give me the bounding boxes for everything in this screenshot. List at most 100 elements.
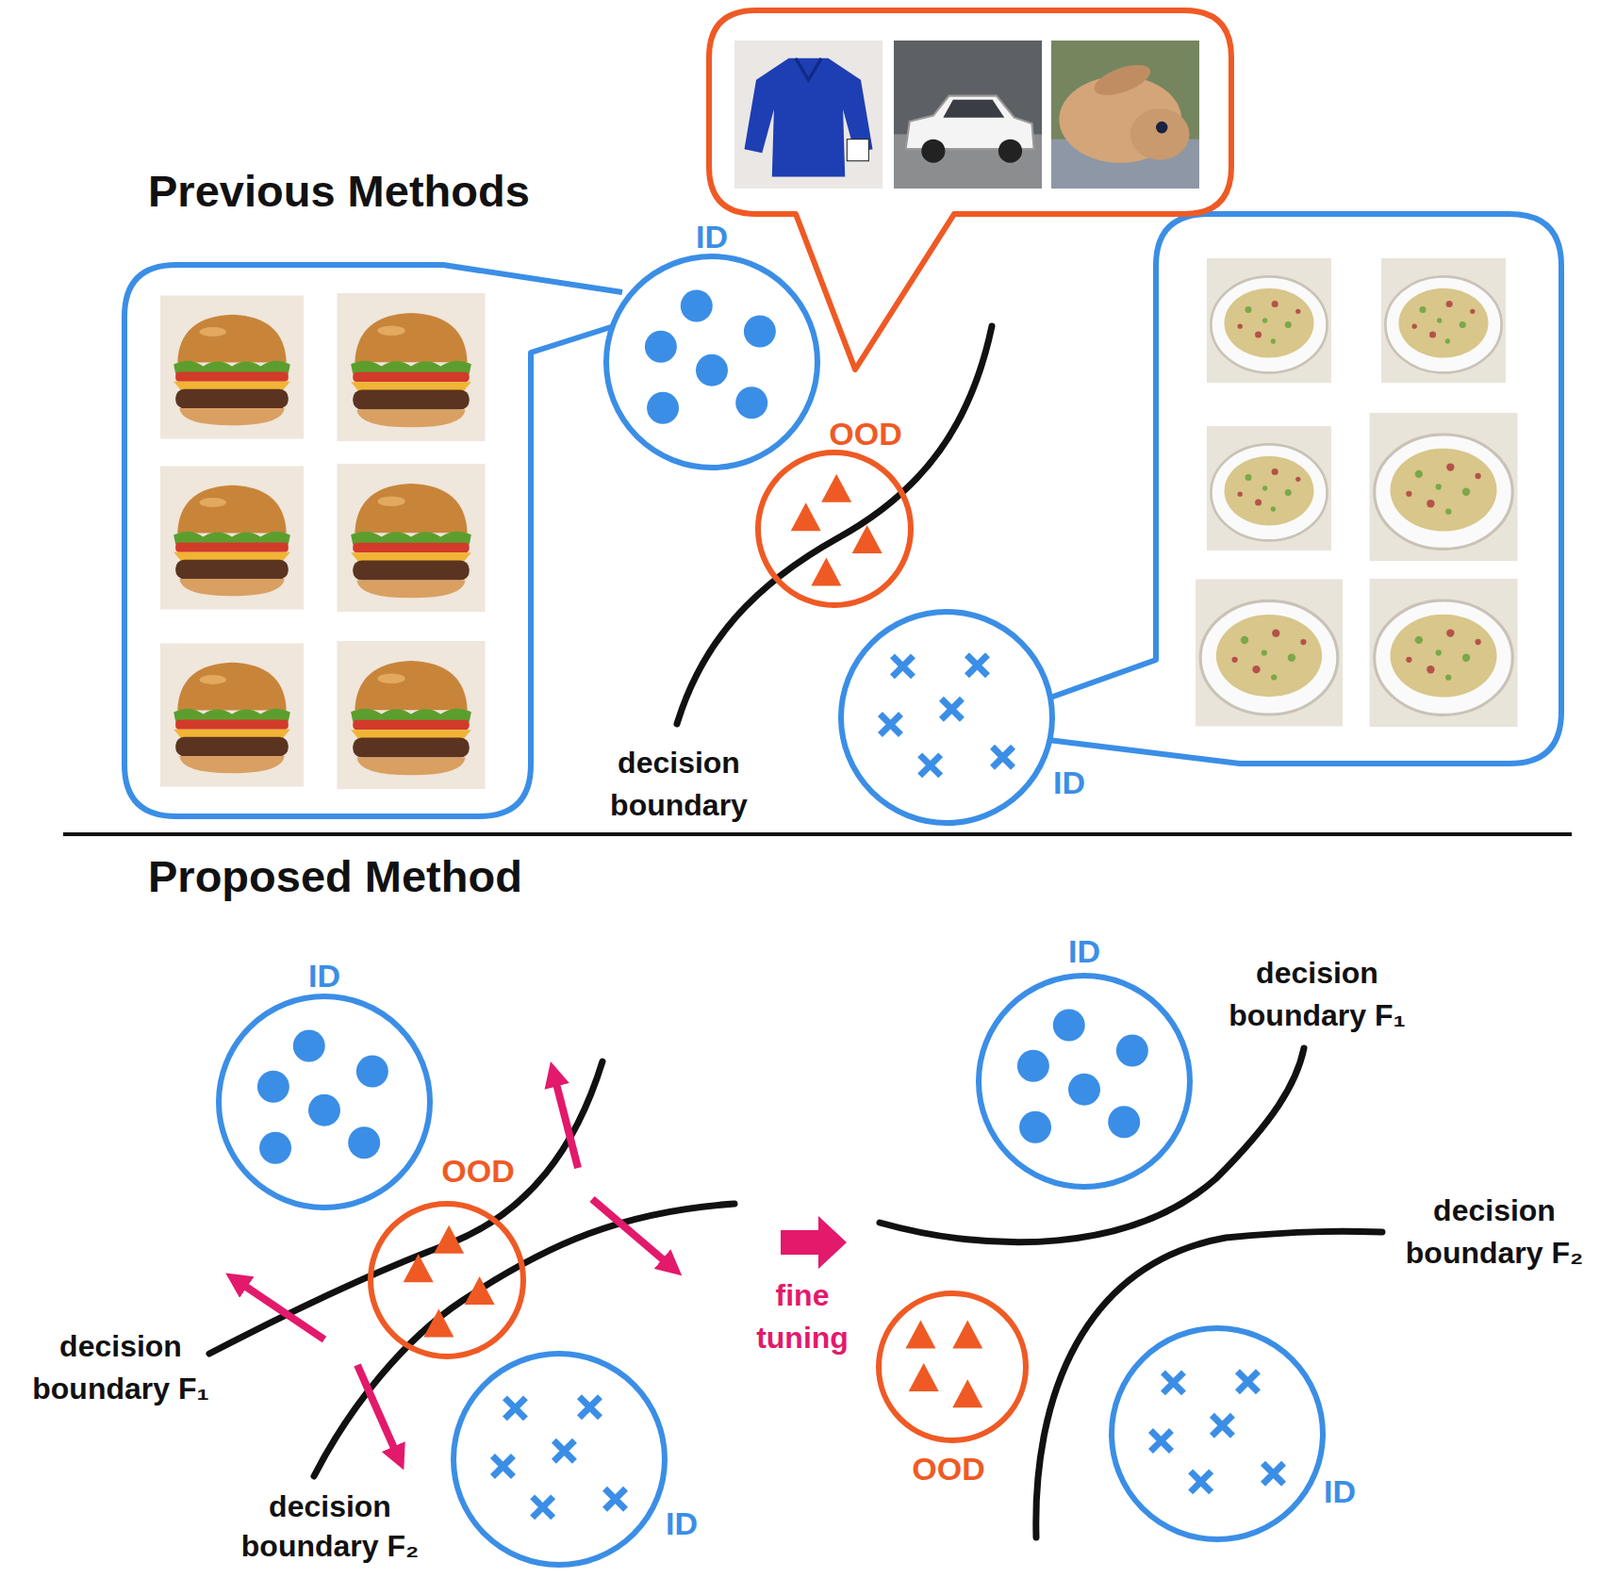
boundary-label: decision boundary F₁ (1213, 952, 1421, 1038)
cluster-circle (878, 1293, 1026, 1441)
id-cluster: ID (973, 970, 1196, 1193)
decision-boundary-f2-curve (1036, 1231, 1383, 1538)
sample-dot (1017, 1050, 1050, 1083)
cluster-label: ID (1053, 763, 1086, 803)
sample-cross (553, 1440, 575, 1462)
section-heading: Previous Methods (148, 160, 530, 223)
cluster-outline (973, 970, 1196, 1193)
sample-cross (578, 1397, 600, 1419)
label-slot: fine tuning (736, 1274, 869, 1360)
burger-photos (160, 293, 486, 790)
step-label: fine tuning (736, 1274, 869, 1360)
sample-cross (966, 655, 988, 677)
cluster-circle (841, 611, 1053, 824)
id-cluster: ID (600, 250, 824, 474)
sample-cross (1263, 1463, 1285, 1485)
cluster-circle (978, 975, 1190, 1188)
sample-cross (532, 1497, 554, 1518)
sample-triangle (810, 558, 842, 587)
cluster-outline (447, 1348, 671, 1571)
decision-boundary-f1-curve (879, 1048, 1304, 1243)
cluster-outline (600, 250, 824, 474)
section-heading-slot: Proposed Method (148, 845, 523, 908)
sample-dot (743, 315, 776, 348)
sample-cross (1237, 1371, 1258, 1393)
sample-dot (308, 1094, 341, 1127)
sample-dot (1116, 1035, 1149, 1068)
sample-triangle (852, 525, 883, 554)
sample-dot (695, 354, 728, 387)
ood-photos (734, 40, 1200, 189)
ood-cluster: OOD (873, 1287, 1032, 1447)
boundary-label: decision boundary F₂ (226, 1487, 434, 1567)
cluster-outline (835, 606, 1058, 829)
sample-cross (920, 755, 941, 776)
sample-cross (940, 698, 962, 720)
sample-dot (735, 386, 768, 419)
ood-cluster: OOD (364, 1198, 529, 1363)
sample-triangle (423, 1309, 454, 1338)
label-slot: decision boundary F₁ (1213, 952, 1421, 1038)
cluster-circle (758, 452, 911, 606)
cluster-outline (1105, 1322, 1329, 1546)
cluster-outline (364, 1198, 529, 1363)
sample-dot (644, 330, 677, 363)
sample-cross (492, 1456, 513, 1478)
sample-triangle (433, 1225, 464, 1254)
boundary-label: decision boundary F₂ (1390, 1189, 1599, 1275)
fine-tuning-arrow (780, 1216, 847, 1270)
decision-boundary-f2-curve (313, 1204, 735, 1477)
push-arrows (231, 1069, 677, 1464)
cluster-circle (1111, 1328, 1323, 1540)
sample-cross (1150, 1431, 1172, 1452)
cluster-outline (213, 990, 436, 1214)
sample-triangle (791, 502, 822, 531)
cluster-label: OOD (441, 1152, 514, 1191)
label-slot: decision boundary F₂ (1390, 1189, 1599, 1275)
cluster-label: OOD (828, 414, 902, 454)
sample-dot (1053, 1008, 1086, 1041)
sample-dot (347, 1126, 380, 1159)
id-cluster: ID (1105, 1322, 1329, 1546)
sample-cross (1162, 1372, 1184, 1394)
sample-cross (504, 1398, 526, 1419)
cluster-label: ID (1323, 1472, 1356, 1512)
cluster-label: ID (308, 956, 341, 996)
sample-dot (1019, 1111, 1052, 1144)
cluster-circle (453, 1353, 665, 1566)
id-callout-left (124, 264, 623, 817)
cluster-circle (218, 996, 430, 1208)
sample-dot (646, 392, 679, 425)
sample-triangle (821, 474, 852, 503)
sample-triangle (908, 1363, 940, 1392)
sample-cross (992, 746, 1014, 768)
label-slot: decision boundary (584, 742, 774, 827)
sample-dot (293, 1029, 326, 1062)
cluster-outline (873, 1287, 1032, 1447)
section-divider (63, 832, 1572, 837)
sample-triangle (952, 1320, 983, 1350)
cluster-outline (752, 446, 917, 611)
cluster-circle (606, 256, 818, 468)
boundary-label: decision boundary F₁ (16, 1325, 225, 1411)
cluster-label: ID (695, 217, 728, 257)
sample-cross (1211, 1415, 1233, 1436)
id-callout-right (1048, 214, 1562, 764)
sample-dot (356, 1055, 389, 1089)
sample-dot (1107, 1105, 1140, 1139)
sample-triangle (905, 1320, 936, 1350)
section-heading: Proposed Method (148, 845, 523, 908)
decision-boundary-f1-curve (209, 1061, 603, 1354)
cluster-label: ID (1068, 932, 1101, 972)
label-slot: decision boundary F₁ (16, 1325, 225, 1411)
cluster-label: ID (665, 1504, 698, 1544)
sample-cross (891, 656, 913, 677)
sample-dot (259, 1132, 292, 1165)
id-cluster: ID (447, 1348, 671, 1571)
sample-cross (879, 714, 901, 736)
sample-cross (1190, 1471, 1212, 1493)
section-heading-slot: Previous Methods (148, 160, 530, 223)
sample-cross (605, 1488, 627, 1510)
sample-triangle (952, 1379, 983, 1408)
cluster-circle (370, 1204, 524, 1357)
